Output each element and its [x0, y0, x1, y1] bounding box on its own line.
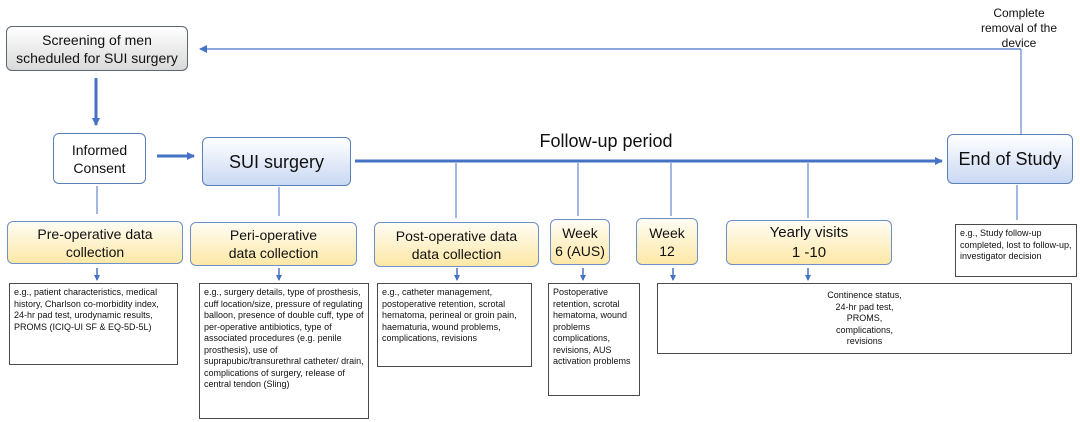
yearly-note: Continence status, 24-hr pad test, PROMS… — [657, 283, 1072, 354]
postop-phase-label: Post-operative data data collection — [395, 227, 518, 262]
periop-phase-label: Peri-operative data collection — [228, 227, 319, 261]
preop-phase-label: Pre-operative data collection — [37, 225, 153, 260]
week6-phase-label: Week 6 (AUS) — [555, 225, 605, 259]
week6-phase-box: Week 6 (AUS) — [550, 219, 610, 265]
yearly-phase-label: Yearly visits 1 -10 — [769, 223, 849, 261]
surgery-box: SUI surgery — [202, 137, 351, 186]
postop-phase-box: Post-operative data data collection — [374, 222, 539, 267]
end-of-study-label: End of Study — [958, 149, 1062, 169]
end-of-study-note: e.g., Study follow-up completed, lost to… — [955, 224, 1077, 277]
screening-label: Screening of men scheduled for SUI surge… — [16, 31, 178, 66]
screening-box: Screening of men scheduled for SUI surge… — [6, 26, 188, 71]
end-of-study-box: End of Study — [947, 134, 1073, 184]
periop-phase-box: Peri-operative data collection — [190, 222, 357, 266]
removal-label: Complete removal of the device — [980, 6, 1058, 50]
postop-note: e.g., catheter management, postoperative… — [377, 283, 532, 367]
follow-up-label: Follow-up period — [539, 131, 673, 151]
week6-note: Postoperative retention, scrotal hematom… — [548, 283, 640, 396]
yearly-phase-box: Yearly visits 1 -10 — [726, 220, 892, 265]
periop-note: e.g., surgery details, type of prosthesi… — [199, 283, 369, 419]
consent-label: Informed Consent — [71, 141, 128, 176]
week12-phase-label: Week 12 — [649, 224, 685, 259]
preop-phase-box: Pre-operative data collection — [7, 221, 183, 264]
preop-note: e.g., patient characteristics, medical h… — [9, 283, 178, 365]
week12-phase-box: Week 12 — [636, 218, 698, 265]
surgery-label: SUI surgery — [228, 151, 325, 172]
consent-box: Informed Consent — [53, 133, 146, 184]
